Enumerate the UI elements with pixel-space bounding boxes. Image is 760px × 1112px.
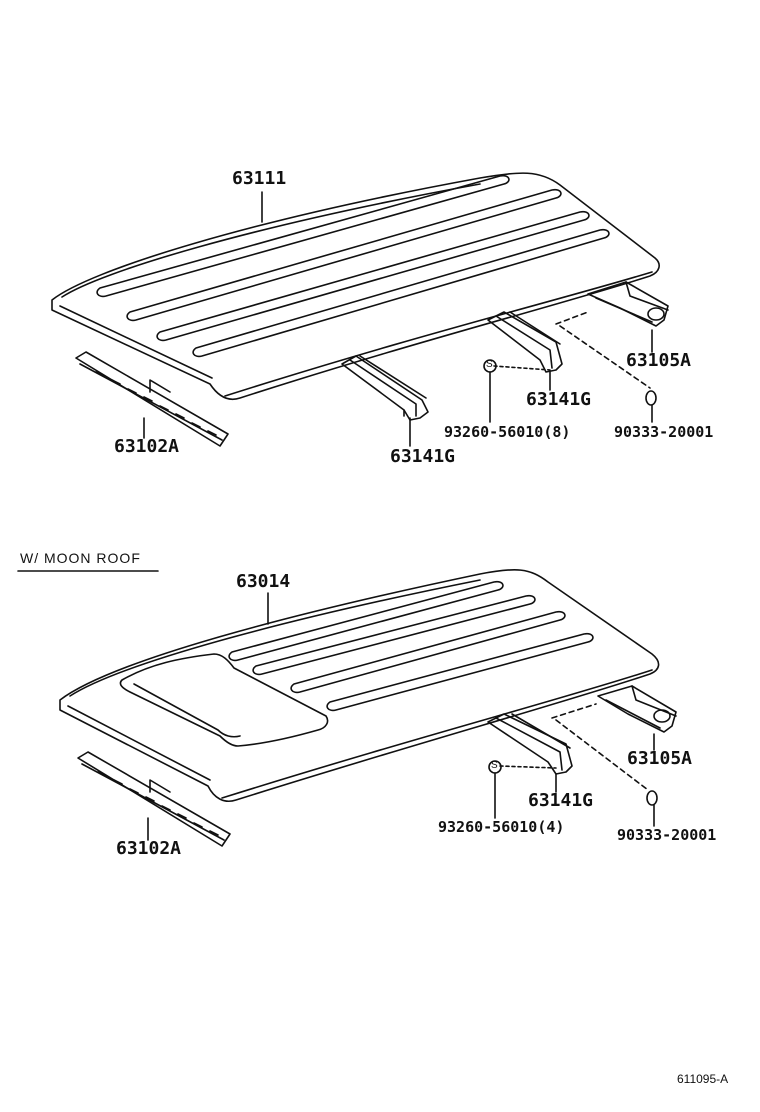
screw-symbol-label-lower: S [491,760,498,771]
roof-bow-63141G-lower-drawing [487,713,573,775]
plug-lower-drawing [646,790,658,806]
part-number-roof-bow-front: 63141G [390,446,456,467]
roof-panel-63014-drawing [59,569,660,802]
part-number-roof-bow-rear: 63141G [526,389,592,410]
part-number-roof-bow-lower: 63141G [528,790,594,811]
rear-header-63105A-lower-drawing [597,685,677,733]
section-title: W/ MOON ROOF [20,550,141,566]
diagram-reference-number: 611095-A [677,1072,729,1086]
part-number-roof-panel: 63111 [232,168,287,189]
part-number-plug-lower: 90333-20001 [617,826,717,844]
rear-header-63105A-drawing [587,281,669,327]
screw-symbol-label: S [486,359,493,370]
part-number-screw: 93260-56010(8) [444,423,571,441]
roof-panel-63111-drawing [51,172,660,400]
front-header-63102A-drawing [75,351,229,447]
front-header-63102A-lower-drawing [77,751,231,847]
part-number-rear-header: 63105A [626,350,692,371]
part-number-front-header-lower: 63102A [116,838,182,859]
part-number-rear-header-lower: 63105A [627,748,693,769]
plug-upper-drawing [645,390,657,406]
part-number-front-header: 63102A [114,436,180,457]
roof-bow-63141G-front-drawing [341,355,429,421]
part-number-roof-panel-moonroof: 63014 [236,571,291,592]
part-number-plug: 90333-20001 [614,423,714,441]
part-number-screw-lower: 93260-56010(4) [438,818,565,836]
roof-bow-63141G-rear-drawing [487,311,563,373]
